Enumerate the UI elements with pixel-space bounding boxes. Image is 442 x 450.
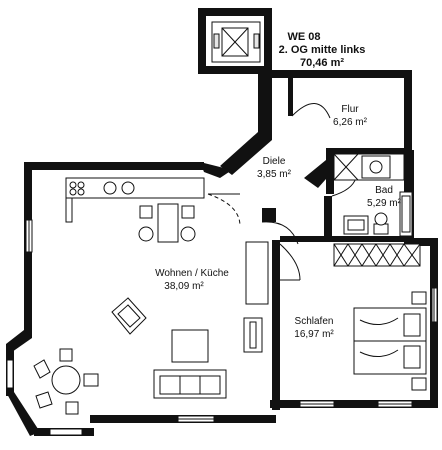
- toilet-icon: [373, 212, 389, 235]
- room-area: 16,97 m²: [294, 329, 334, 340]
- apartment-header: WE 08 2. OG mitte links 70,46 m²: [279, 31, 366, 69]
- sofa-icon: [153, 369, 227, 399]
- coffee-table: [171, 329, 209, 363]
- room-name: Diele: [263, 156, 286, 167]
- windows: [6, 219, 438, 436]
- elevator-icon: [211, 21, 261, 63]
- washbasin-icon: [343, 215, 369, 235]
- room-name: Schlafen: [295, 316, 334, 327]
- round-dining-table: [33, 348, 99, 415]
- interior-walls: [262, 78, 408, 410]
- room-area: 3,85 m²: [257, 169, 292, 180]
- wardrobe: [333, 243, 421, 267]
- room-name: Flur: [341, 104, 359, 115]
- room-schlafen: Schlafen 16,97 m²: [294, 316, 334, 340]
- room-flur: Flur 6,26 m²: [333, 104, 368, 128]
- room-name: Wohnen / Küche: [155, 268, 229, 279]
- bathtub-icon: [399, 191, 413, 237]
- room-name: Bad: [375, 185, 393, 196]
- room-diele: Diele 3,85 m²: [257, 156, 292, 180]
- room-wohnen-kueche: Wohnen / Küche 38,09 m²: [155, 268, 229, 292]
- dining-table: [138, 203, 196, 243]
- stove-icon: [69, 181, 85, 196]
- total-area-label: 70,46 m²: [300, 57, 344, 69]
- location-label: 2. OG mitte links: [279, 44, 366, 56]
- armchair-icon: [111, 297, 147, 335]
- kitchen-counter: [65, 177, 205, 223]
- room-area: 5,29 m²: [367, 198, 402, 209]
- double-bed-icon: [353, 291, 427, 391]
- room-bad: Bad 5,29 m²: [367, 185, 402, 209]
- room-area: 6,26 m²: [333, 117, 368, 128]
- unit-label: WE 08: [287, 31, 320, 43]
- sink-icon: [103, 181, 135, 195]
- room-area: 38,09 m²: [164, 281, 204, 292]
- bathroom-fixtures: [333, 153, 413, 237]
- tv-stand: [243, 241, 269, 353]
